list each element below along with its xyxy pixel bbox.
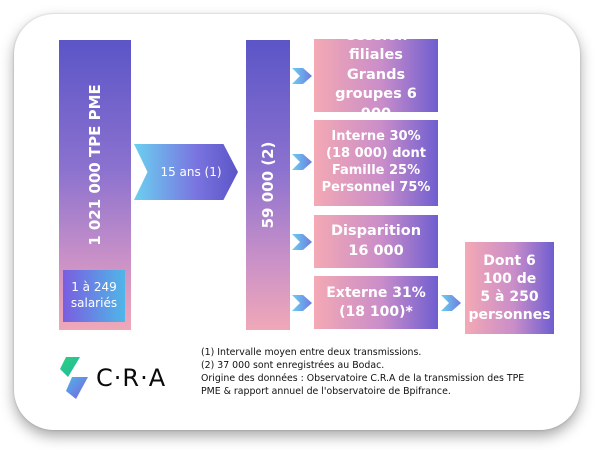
- outcome-box-cession: Cession filiales Grands groupes 6 900: [314, 28, 438, 122]
- arrow-right-icon: [292, 154, 312, 170]
- badge-label: 1 à 249 salariés: [70, 280, 118, 310]
- footnote: (2) 37 000 sont enregistrées au Bodac.: [201, 360, 385, 371]
- outcome-text: Interne 30% (18 000) dont Famille 25% Pe…: [321, 129, 431, 195]
- cra-logo-icon: [60, 357, 88, 399]
- arrow-right-icon: [292, 234, 312, 250]
- transition-label: 15 ans (1): [160, 165, 222, 179]
- arrow-right-icon: [292, 295, 312, 311]
- sub-outcome-box: Dont 6 100 de 5 à 250 personnes: [465, 242, 554, 334]
- employee-range-badge: 1 à 249 salariés: [63, 270, 125, 322]
- outcome-text: Disparition 16 000: [330, 222, 422, 259]
- footnotes: (1) Intervalle moyen entre deux transmis…: [201, 346, 541, 398]
- outcome-box-disparition: Disparition 16 000: [314, 215, 438, 268]
- outcome-box-externe: Externe 31% (18 100)*: [314, 276, 438, 329]
- outcome-box-interne: Interne 30% (18 000) dont Famille 25% Pe…: [314, 120, 438, 206]
- sub-outcome-text: Dont 6 100 de 5 à 250 personnes: [468, 252, 551, 324]
- arrow-right-icon: [292, 68, 312, 84]
- logo-wordmark: C·R·A: [96, 364, 167, 392]
- outcome-text: Cession filiales Grands groupes 6 900: [335, 27, 417, 122]
- transition-chevron: 15 ans (1): [134, 144, 238, 200]
- left-column-title: 1 021 000 TPE PME: [86, 83, 104, 246]
- footnote: (1) Intervalle moyen entre deux transmis…: [201, 347, 422, 358]
- middle-column-bar: 59 000 (2): [246, 40, 290, 330]
- middle-column-title: 59 000 (2): [259, 141, 277, 229]
- arrow-right-icon: [441, 295, 461, 311]
- footnote: Origine des données : Observatoire C.R.A…: [201, 373, 525, 397]
- outcome-text: Externe 31% (18 100)*: [326, 284, 426, 320]
- cra-logo: C·R·A: [58, 355, 188, 405]
